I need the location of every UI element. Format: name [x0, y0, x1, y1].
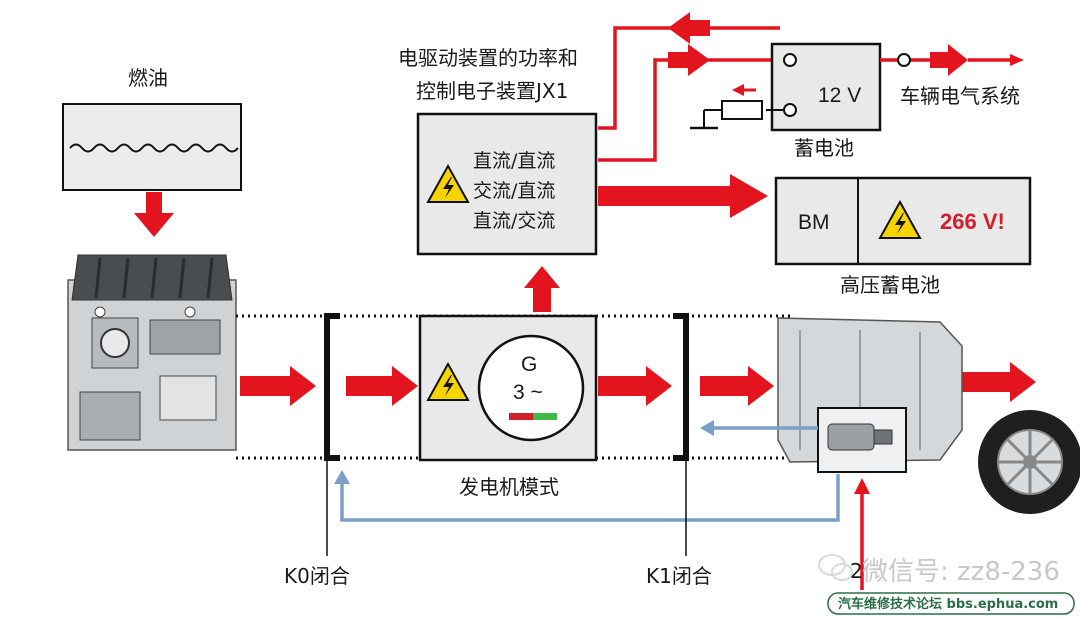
arrowhead-vehicle-tail — [1010, 54, 1024, 66]
generator-indicator-green — [533, 413, 557, 420]
transmission-icon — [777, 317, 963, 473]
engine-icon — [67, 254, 237, 451]
wire-jx1-to-12v-lower — [598, 58, 780, 162]
footer-text: 汽车维修技术论坛 bbs.ephua.com — [838, 596, 1058, 612]
converter-dcac: 直流/交流 — [473, 210, 555, 232]
hv-battery-label: 高压蓄电池 — [840, 273, 940, 297]
feedback-line-loop — [340, 474, 840, 522]
wheel-icon — [978, 410, 1080, 514]
vehicle-electrical-label: 车辆电气系统 — [900, 84, 1020, 108]
arrow-k1-to-transmission — [700, 366, 774, 406]
arrow-jx1-to-hv-battery — [598, 174, 768, 218]
battery-12v-label: 蓄电池 — [794, 136, 854, 160]
generator-phase-label: 3 ~ — [513, 381, 543, 404]
terminal-icon — [783, 53, 797, 67]
arrow-generator-to-k1 — [598, 366, 672, 406]
fuel-wave-icon — [69, 143, 239, 153]
input-arrowhead-2 — [854, 478, 870, 494]
arrow-engine-to-k0 — [240, 366, 316, 406]
k0-label: K0闭合 — [284, 564, 350, 588]
watermark: 微信号: zz8-236 — [862, 557, 1060, 587]
ground-symbol-icon — [690, 84, 784, 130]
jx1-label-line1: 电驱动装置的功率和 — [398, 46, 578, 70]
arrow-jx1-to-12v — [668, 44, 710, 76]
hv-voltage-value: 266 V! — [940, 209, 1005, 234]
fuel-label: 燃油 — [128, 66, 168, 90]
jx1-label-line2: 控制电子装置JX1 — [416, 79, 568, 103]
converter-acdc: 交流/直流 — [473, 180, 555, 202]
clutch-k0 — [324, 313, 340, 461]
arrow-12v-return — [668, 12, 710, 44]
battery-12v-value: 12 V — [818, 84, 861, 107]
generator-indicator-red — [509, 413, 533, 420]
clutch-k1 — [673, 313, 689, 461]
battery-management-label: BM — [798, 211, 830, 234]
arrow-to-vehicle-electrical — [930, 44, 968, 76]
k1-label: K1闭合 — [646, 564, 712, 588]
terminal-icon — [783, 103, 797, 117]
feedback-arrowhead-k1 — [700, 420, 714, 436]
terminal-icon — [897, 53, 911, 67]
converter-dcdc: 直流/直流 — [473, 150, 555, 172]
generator-g-label: G — [521, 353, 537, 376]
arrow-k0-to-generator — [346, 366, 418, 406]
arrow-generator-to-jx1 — [524, 266, 560, 312]
wechat-icon — [818, 554, 853, 581]
marker-2: 2 — [850, 559, 863, 583]
fuel-arrow — [134, 192, 174, 237]
arrow-transmission-to-wheel — [962, 362, 1036, 402]
footer-badge — [827, 592, 1075, 615]
generator-mode-label: 发电机模式 — [459, 475, 559, 499]
feedback-arrowhead-k0 — [334, 470, 350, 484]
